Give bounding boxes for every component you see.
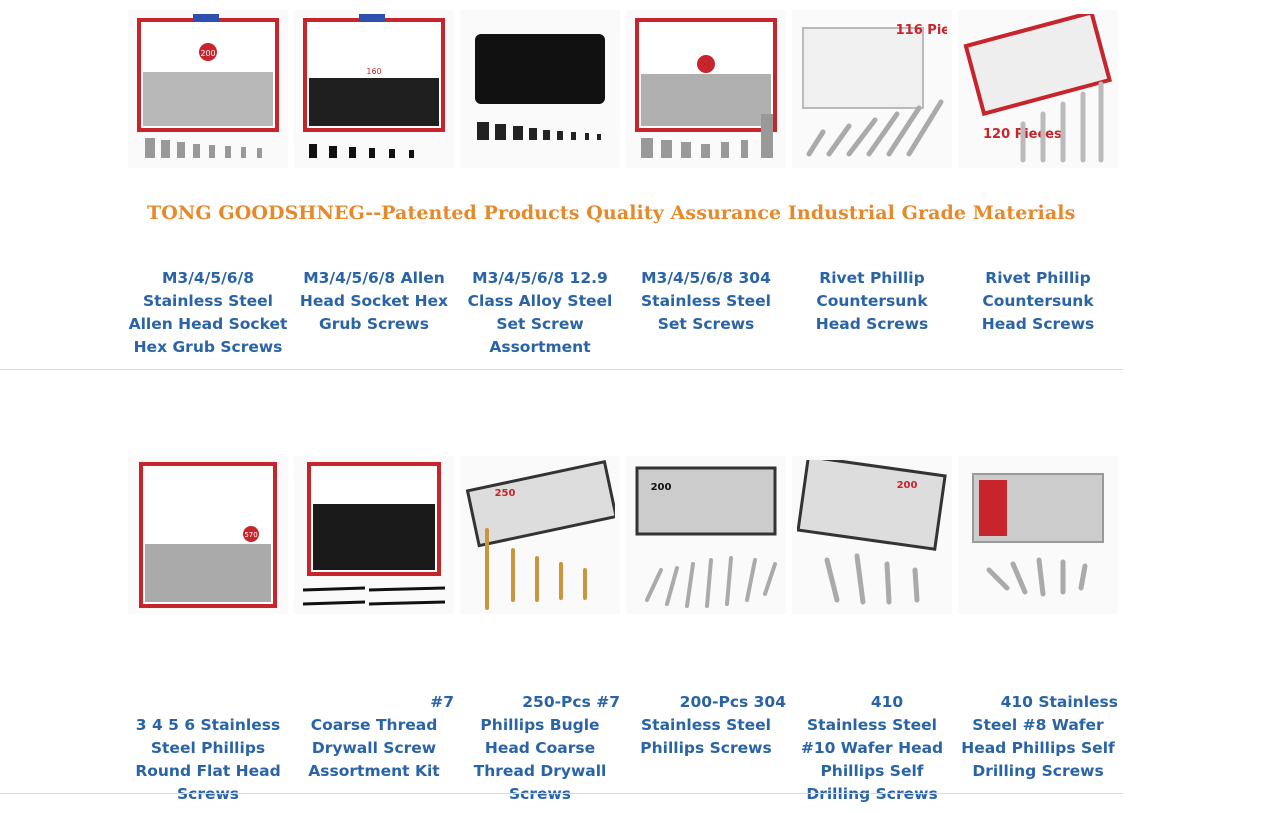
screw-kit-icon: 570 [139, 462, 277, 608]
screw-kit-icon: 250 [465, 460, 615, 610]
screw-kit-icon [972, 473, 1104, 597]
product-row-2-images: 570 250 200 200 [128, 456, 1128, 614]
product-image-bugle-head-screws[interactable]: 250 [460, 456, 620, 614]
caption-lead: #7 [430, 693, 454, 711]
product-link[interactable]: M3/4/5/6/8 12.9 Class Alloy Steel Set Sc… [467, 269, 613, 356]
rivet-screws-icon: 116 Pieces [802, 23, 947, 157]
product-image-rivet-screws-120[interactable]: 120 Pieces [958, 10, 1118, 168]
svg-text:200: 200 [897, 480, 918, 491]
product-link[interactable]: 200-Pcs 304 Stainless Steel Phillips Scr… [626, 691, 786, 806]
product-image-410-10-wafer-screws[interactable]: 200 [792, 456, 952, 614]
product-image-drywall-screw-kit[interactable] [294, 456, 454, 614]
product-link[interactable]: #7 Coarse Thread Drywall Screw Assortmen… [294, 691, 454, 806]
caption-text: Stainless Steel #10 Wafer Head Phillips … [800, 716, 944, 803]
product-link[interactable]: M3/4/5/6/8 Stainless Steel Allen Head So… [128, 269, 288, 356]
svg-text:200: 200 [651, 482, 672, 493]
product-image-304-set-screws[interactable] [626, 10, 786, 168]
caption-text: Coarse Thread Drywall Screw Assortment K… [308, 716, 440, 780]
row-divider [0, 369, 1123, 370]
row-divider [0, 793, 1123, 794]
product-image-304-phillips-screws[interactable]: 200 [626, 456, 786, 614]
caption-lead: 250-Pcs #7 [522, 693, 620, 711]
product-row-2-captions: ​ 3 4 5 6 Stainless Steel Phillips Round… [128, 691, 1128, 806]
svg-text:160: 160 [366, 67, 381, 76]
svg-text:116 Pieces: 116 Pieces [896, 23, 947, 38]
product-link[interactable]: Rivet Phillip Countersunk Head Screws [815, 269, 929, 333]
screw-kit-icon [302, 462, 446, 606]
screw-kit-icon [635, 18, 777, 158]
screw-kit-icon: 200 [797, 460, 947, 605]
caption-text: Stainless Steel Phillips Screws [640, 716, 772, 757]
rivet-screws-icon: 120 Pieces [963, 14, 1113, 163]
svg-text:200: 200 [200, 49, 215, 58]
product-image-ss-grub-screws[interactable]: 200 [128, 10, 288, 168]
screw-kit-icon: 200 [635, 466, 777, 608]
screw-kit-icon: 200 [137, 14, 279, 158]
product-link[interactable]: 410 Stainless Steel #8 Wafer Head Philli… [958, 691, 1118, 806]
product-image-allen-grub-screws[interactable]: 160 [294, 10, 454, 168]
caption-lead: ​ [128, 691, 288, 714]
product-image-round-flat-head-screws[interactable]: 570 [128, 456, 288, 614]
caption-text: Steel #8 Wafer Head Phillips Self Drilli… [961, 716, 1115, 780]
product-image-410-8-wafer-screws[interactable] [958, 456, 1118, 614]
brand-banner: TONG GOODSHNEG--Patented Products Qualit… [147, 202, 1076, 224]
product-link[interactable]: Rivet Phillip Countersunk Head Screws [981, 269, 1095, 333]
caption-text: 3 4 5 6 Stainless Steel Phillips Round F… [135, 716, 281, 803]
product-link[interactable]: 410 Stainless Steel #10 Wafer Head Phill… [792, 691, 952, 806]
product-image-alloy-set-screws[interactable] [460, 10, 620, 168]
product-link[interactable]: ​ 3 4 5 6 Stainless Steel Phillips Round… [128, 691, 288, 806]
svg-text:250: 250 [495, 488, 516, 499]
product-image-rivet-screws-116[interactable]: 116 Pieces [792, 10, 952, 168]
product-link[interactable]: 250-Pcs #7 Phillips Bugle Head Coarse Th… [460, 691, 620, 806]
product-link[interactable]: M3/4/5/6/8 Allen Head Socket Hex Grub Sc… [299, 269, 449, 333]
product-row-1-captions: M3/4/5/6/8 Stainless Steel Allen Head So… [128, 267, 1128, 359]
product-row-1-images: 200 160 116 Pieces [128, 10, 1128, 168]
product-link[interactable]: M3/4/5/6/8 304 Stainless Steel Set Screw… [641, 269, 771, 333]
black-screws-icon [475, 34, 605, 140]
caption-lead: 200-Pcs 304 [679, 693, 786, 711]
screw-kit-icon: 160 [303, 14, 445, 158]
caption-lead: 410 Stainless [1000, 693, 1118, 711]
svg-text:570: 570 [244, 531, 257, 539]
caption-lead: 410 [870, 693, 904, 711]
caption-text: Phillips Bugle Head Coarse Thread Drywal… [473, 716, 607, 803]
